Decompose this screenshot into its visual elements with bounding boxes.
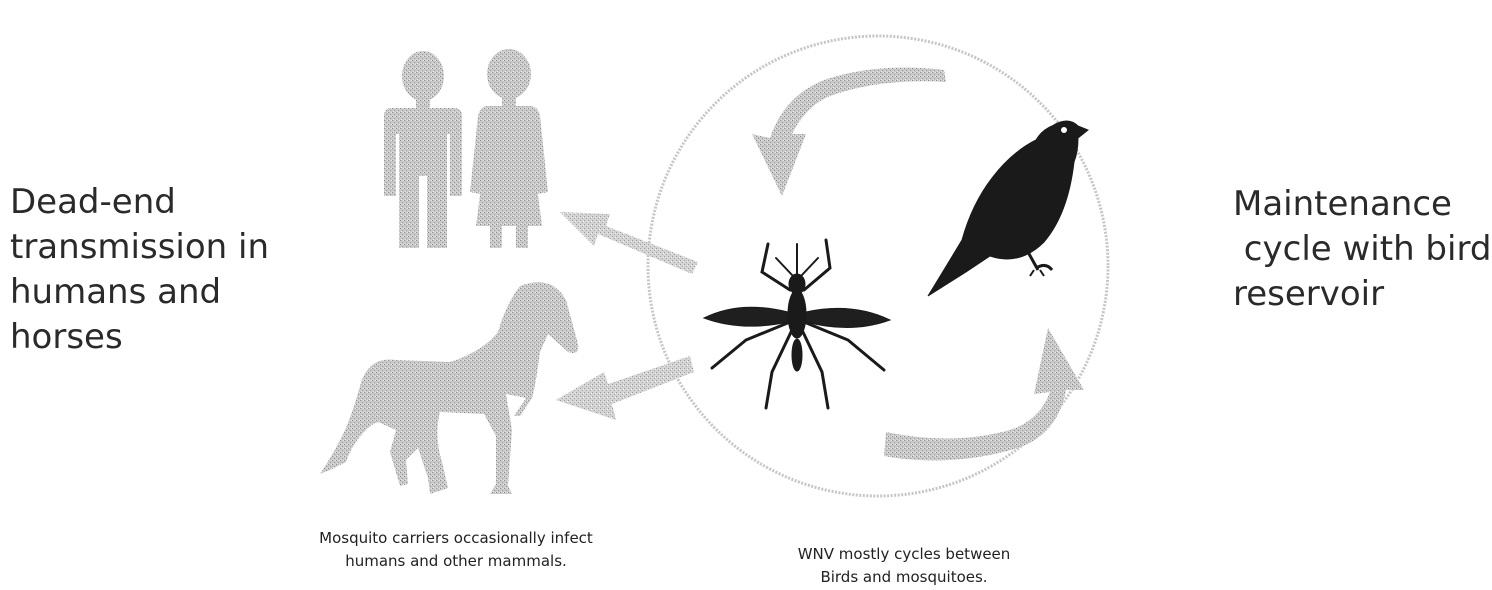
human-male-icon (384, 51, 462, 248)
bird-icon (928, 121, 1088, 296)
cycle-arrow-icon (884, 328, 1084, 461)
human-female-icon (470, 49, 548, 248)
horse-icon (320, 282, 578, 494)
cycle-arrow-icon (752, 68, 946, 196)
transmission-arrow-icon (560, 212, 698, 274)
mosquito-icon (704, 240, 890, 408)
transmission-arrow-icon (556, 356, 694, 420)
